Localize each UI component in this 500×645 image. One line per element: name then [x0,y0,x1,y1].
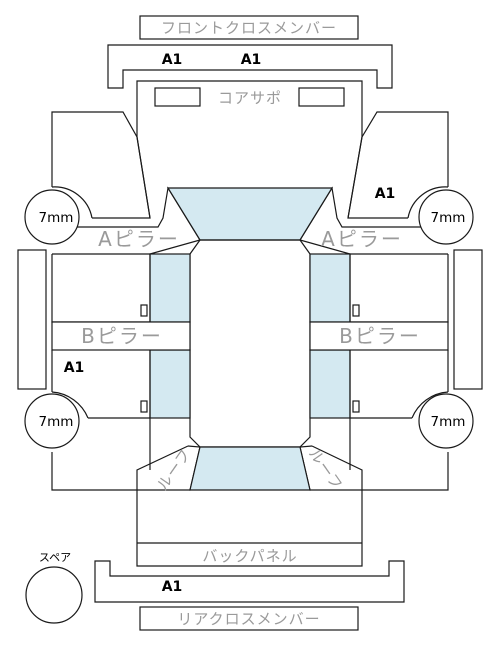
front-cross-mark-left: A1 [162,52,183,68]
front-left-arch [51,186,93,219]
right-side-sill [453,249,483,390]
rear-cross-member-box [139,606,359,631]
tire-rear-right [418,393,474,449]
tire-front-right-depth: 7mm [431,210,466,226]
front-cross-mark-right: A1 [241,52,262,68]
core-support-label: コアサポ [218,89,282,107]
trunk-lid [136,490,363,567]
left-front-door [51,254,151,323]
back-panel-label: バックパネル [202,547,297,565]
windshield [166,187,334,241]
tire-front-left-depth: 7mm [39,210,74,226]
b-pillar-right-strip [309,321,449,351]
front-right-fender-mark: A1 [375,186,396,202]
front-right-arch [407,186,449,219]
headlight-left [154,87,201,107]
left-front-door-handle [140,304,148,317]
tire-rear-right-depth: 7mm [431,414,466,430]
left-rear-door-mark: A1 [64,360,85,376]
right-front-door-handle [352,304,360,317]
rear-window [189,446,311,491]
headlight-right [298,87,345,107]
left-side-sill [17,249,47,390]
window-rear-right [309,349,351,419]
right-front-door [349,254,449,323]
hood-side-right [347,112,363,219]
a-pillar-right-label: Aピラー [321,227,403,251]
roof-rear-right-label: ルーフ [305,445,347,494]
rear-cross-member-label: リアクロスメンバー [177,610,320,628]
rear-left-arch [51,391,89,419]
tire-rear-left [24,393,80,449]
window-front-right [309,253,351,323]
spare-tire [25,566,83,624]
rear-cross-member-part [94,560,405,603]
right-rear-door-handle [352,400,360,413]
front-left-fender [51,111,151,219]
left-rear-door-handle [140,400,148,413]
a-pillar-left-label: Aピラー [98,227,180,251]
b-pillar-left-label: Bピラー [81,324,163,348]
front-cross-member-part [107,44,393,89]
b-pillar-left-strip [51,321,191,351]
rear-right-arch [411,391,449,419]
rear-cross-mark: A1 [162,579,183,595]
window-rear-left [149,349,191,419]
tire-front-left [24,189,80,245]
front-cross-member-label: フロントクロスメンバー [161,19,337,37]
tire-rear-left-depth: 7mm [39,414,74,430]
front-right-fender [347,111,449,219]
spare-tire-label: スペア [39,551,71,564]
front-cross-member-box [139,15,359,40]
roof-outline [189,239,311,448]
tire-front-right [418,189,474,245]
hood-panel [136,80,363,112]
b-pillar-right-label: Bピラー [339,324,421,348]
window-front-left [149,253,191,323]
roof-rear-left-label: ルーフ [153,445,195,494]
